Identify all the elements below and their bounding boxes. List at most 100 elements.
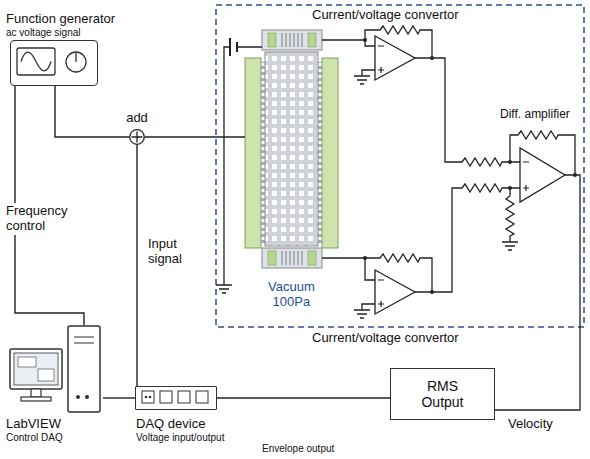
mems-device: [245, 58, 261, 248]
icon-part: [21, 52, 51, 71]
junction-dot: [363, 38, 367, 42]
circuit-label: Current/voltage convertor: [312, 331, 459, 346]
mems-device: [308, 251, 316, 265]
junction-dot: [430, 56, 434, 60]
circuit-wire: [502, 188, 518, 250]
drive-wire: [145, 136, 245, 137]
op-amp-symbol: [375, 270, 415, 314]
mems-device: [322, 58, 338, 248]
circuit-wire: [415, 184, 520, 292]
wire-label: Input signal: [146, 236, 184, 268]
icon-part: [38, 369, 54, 381]
node-caption: Function generatorac voltage signal: [6, 12, 115, 38]
signal-wire: [55, 86, 129, 137]
op-amp-sign: [378, 46, 529, 307]
signal-wire: [217, 397, 390, 398]
op-amp-sign: [523, 162, 529, 191]
mems-device: [268, 251, 276, 265]
icon-part: [144, 395, 147, 398]
mems-device: [245, 30, 338, 268]
junction-dot: [363, 256, 367, 260]
node-subtitle: ac voltage signal: [6, 27, 115, 39]
signal-wire: [136, 145, 137, 386]
junction-dot: [573, 173, 577, 177]
mems-device: [262, 30, 322, 50]
op-amp-sign: [378, 46, 384, 73]
wire-label: Frequency control: [4, 203, 69, 235]
signal-label: Envelope output: [262, 443, 334, 455]
circuit-label: Diff. amplifier: [500, 108, 570, 122]
battery-symbol: [216, 285, 232, 293]
node-subtitle: Control DAQ: [6, 432, 63, 444]
icon-part: [68, 326, 100, 412]
vacuum-chamber-outline: [216, 5, 584, 327]
mems-device: [265, 52, 318, 246]
circuit-wire: [510, 131, 575, 175]
vacuum-chamber-outline: [216, 5, 584, 327]
battery-symbol: [216, 38, 262, 293]
circuit-wire: [495, 175, 580, 410]
icon-part: [178, 391, 190, 403]
mems-device: [262, 248, 322, 268]
circuit-label: Current/voltage convertor: [312, 8, 459, 23]
op-amp-symbol: [520, 148, 565, 202]
icon-part: [196, 391, 208, 403]
mems-device: [268, 33, 276, 47]
signal-label: Velocity: [508, 417, 553, 432]
signal-wire: [103, 397, 135, 398]
mems-device: [282, 33, 302, 47]
node-caption: add: [126, 111, 148, 126]
computer-icon: LabVIEWControl DAQ: [8, 325, 103, 413]
junction-dot: [508, 160, 512, 164]
node-title: DAQ device: [136, 417, 224, 432]
function-generator-icon: [10, 40, 98, 86]
icon-part: [31, 389, 41, 397]
icon-part: [17, 48, 55, 75]
icon-part: [66, 52, 86, 72]
function-generator: Function generatorac voltage signal: [10, 40, 98, 86]
icon-part: [85, 395, 89, 399]
icon-part: [130, 130, 145, 145]
icon-part: [76, 395, 80, 399]
icon-part: [142, 391, 154, 403]
battery-symbol: [224, 47, 262, 285]
circuit-wire: [354, 70, 375, 84]
icon-part: [132, 132, 143, 143]
daq-device: DAQ deviceVoltage input/output: [135, 386, 217, 410]
op-amp-symbol: [375, 36, 565, 314]
icon-part: [160, 391, 172, 403]
node-subtitle: Voltage input/output: [136, 432, 224, 444]
circuit-wire: [365, 26, 432, 58]
mems-device: [308, 33, 316, 47]
icon-part: [21, 397, 51, 401]
circuit-wire: [322, 258, 375, 280]
node-title: add: [126, 111, 148, 126]
op-amp-symbol: [375, 36, 415, 80]
icon-part: [75, 53, 76, 62]
junction-dot: [363, 38, 577, 294]
node-caption: DAQ deviceVoltage input/output: [136, 417, 224, 443]
circuit-wire: [354, 304, 375, 318]
icon-part: [14, 353, 58, 385]
node-title: Function generator: [6, 12, 115, 27]
icon-part: [18, 357, 36, 367]
icon-part: [10, 349, 62, 389]
junction-dot: [508, 186, 512, 190]
drive-wire: [145, 136, 245, 137]
circuit-wire: [322, 40, 375, 46]
circuit-wire: [365, 254, 432, 292]
daq-device-icon: [135, 386, 217, 410]
icon-part: [148, 395, 151, 398]
chamber-label: Vacuum 100Pa: [268, 280, 315, 310]
circuit-wire: [322, 26, 580, 410]
op-amp-sign: [378, 280, 384, 307]
node-title: LabVIEW: [6, 417, 63, 432]
rms-output-box: RMS Output: [390, 368, 495, 420]
summing-junction-icon: [129, 129, 145, 145]
summing-junction: add: [129, 129, 145, 145]
mems-device: [282, 251, 302, 265]
computer-icon-icon: [8, 325, 103, 413]
node-caption: LabVIEWControl DAQ: [6, 417, 63, 443]
junction-dot: [430, 290, 434, 294]
